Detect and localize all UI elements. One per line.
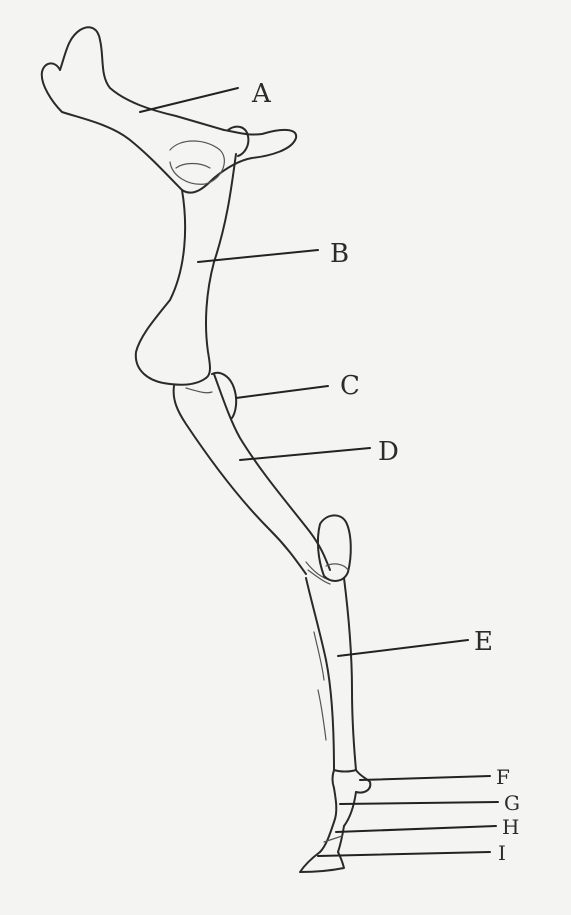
label-h: H [502, 815, 519, 839]
label-b: B [330, 239, 349, 269]
leader-line-c [236, 386, 328, 398]
leader-line-f [360, 776, 490, 780]
femur-bone [136, 154, 236, 385]
leader-line-a [140, 88, 238, 112]
fetlock-joint [333, 770, 371, 793]
long-pastern-bone [334, 788, 356, 826]
hock-bone [318, 515, 351, 581]
label-f: F [496, 765, 510, 789]
label-g: G [504, 791, 520, 815]
label-e: E [474, 627, 493, 657]
label-i: I [498, 841, 506, 865]
cannon-bone [306, 578, 356, 770]
label-d: D [378, 437, 399, 467]
leader-line-g [340, 802, 498, 804]
leader-line-h [336, 826, 496, 832]
label-c: C [340, 371, 360, 401]
leader-line-d [240, 448, 370, 460]
label-a: A [251, 79, 272, 109]
short-pastern-bone [320, 822, 344, 852]
hip-bone [42, 27, 296, 192]
leader-line-i [318, 852, 490, 856]
leader-line-e [338, 640, 468, 656]
tibia-bone [174, 374, 330, 584]
